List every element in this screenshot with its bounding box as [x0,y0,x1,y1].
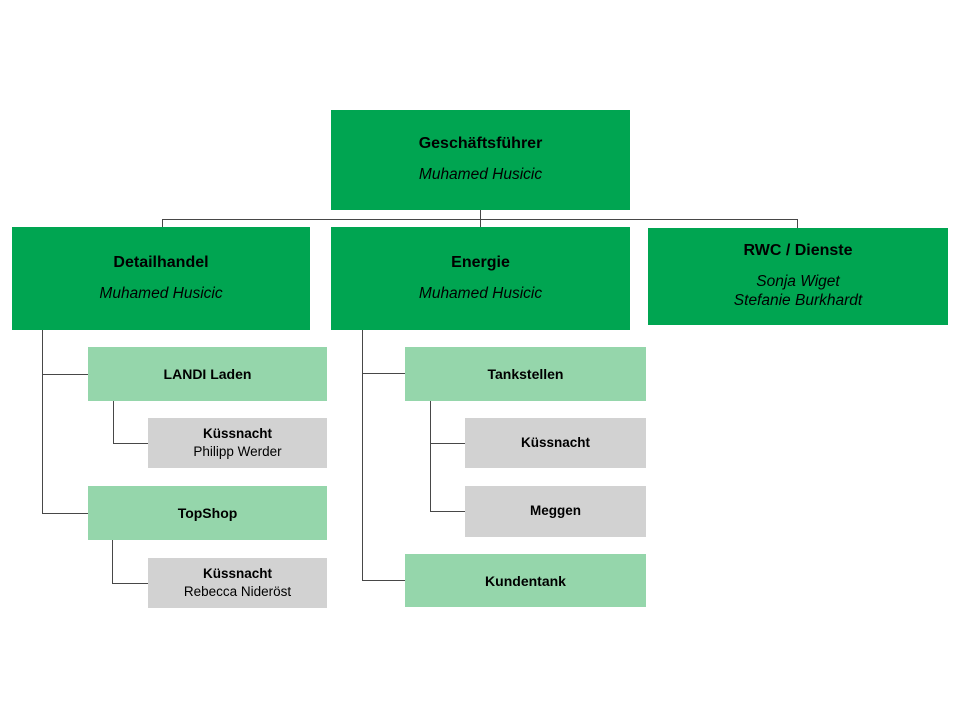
node-title: RWC / Dienste [743,242,853,260]
connector-tank-kuessnacht-h [430,443,465,444]
node-landi-laden: LANDI Laden [88,347,327,401]
connector-topshop-h [42,513,88,514]
connector-landi-sub-h [113,443,148,444]
connector-landi-sub-vert [113,401,114,444]
connector-topshop-sub-vert [112,540,113,584]
connector-topshop-sub-h [112,583,148,584]
node-landi-kuessnacht: Küssnacht Philipp Werder [148,418,327,468]
connector-kundentank-h [362,580,405,581]
node-title: TopShop [177,505,238,521]
node-title: Tankstellen [487,366,564,382]
connector-drop-detailhandel [162,219,163,228]
connector-tankstellen-h [362,373,405,374]
node-detailhandel: Detailhandel Muhamed Husicic [12,227,310,330]
node-person: Philipp Werder [193,443,282,459]
node-person: Sonja Wiget [756,273,840,291]
connector-energie-vert [362,330,363,581]
node-kundentank: Kundentank [405,554,646,607]
node-rwc-dienste: RWC / Dienste Sonja Wiget Stefanie Burkh… [648,228,948,325]
node-title: Küssnacht [202,565,273,581]
node-energie: Energie Muhamed Husicic [331,227,630,330]
connector-meggen-h [430,511,465,512]
node-tankstellen-kuessnacht: Küssnacht [465,418,646,468]
node-title: Küssnacht [520,434,591,450]
node-title: Detailhandel [113,253,209,271]
node-title: Kundentank [485,572,566,589]
node-topshop-kuessnacht: Küssnacht Rebecca Nideröst [148,558,327,608]
connector-drop-energie [480,219,481,228]
node-person: Muhamed Husicic [418,166,543,184]
node-topshop: TopShop [88,486,327,540]
node-geschaeftsfuehrer: Geschäftsführer Muhamed Husicic [331,110,630,210]
node-title: Küssnacht [202,425,273,441]
node-title: Geschäftsführer [418,135,543,153]
node-tankstellen: Tankstellen [405,347,646,401]
node-person: Muhamed Husicic [418,284,543,302]
node-title: LANDI Laden [163,366,252,382]
node-person: Muhamed Husicic [99,284,223,302]
connector-drop-rwc [797,219,798,229]
connector-root-stem [480,210,481,220]
node-person-2: Stefanie Burkhardt [733,292,863,309]
node-title: Energie [451,253,510,271]
node-person: Rebecca Nideröst [183,583,292,599]
node-title: Meggen [529,503,581,519]
connector-tankstellen-sub-vert [430,401,431,512]
connector-detailhandel-vert [42,330,43,514]
connector-landi-h [42,374,88,375]
node-meggen: Meggen [465,486,646,537]
